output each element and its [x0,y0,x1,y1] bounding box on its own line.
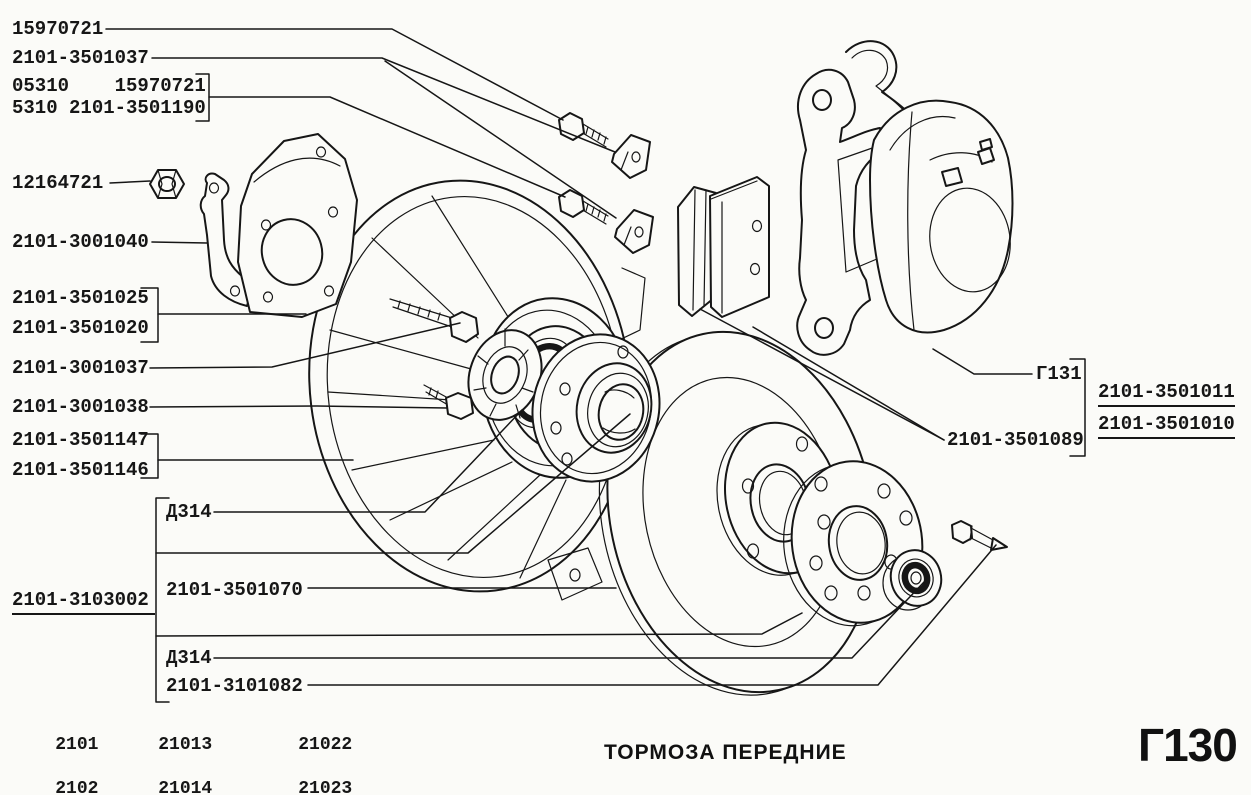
part-label-2101-3501146: 2101-3501146 [12,459,149,481]
model-item: 2101 [55,735,99,755]
outer-bearing-drawing [882,549,943,611]
part-label-2101-3001037: 2101-3001037 [12,357,149,379]
part-label-d314-1: Д314 [166,501,212,523]
part-label-12164721: 12164721 [12,172,104,194]
part-label-2101-3101082: 2101-3101082 [166,675,303,697]
wheel-flange-drawing [783,460,924,627]
caliper-mount-plate-drawing [237,133,358,318]
wheel-hub-drawing [531,333,661,483]
part-label-2101-3001038: 2101-3001038 [12,396,149,418]
model-item: 21023 [298,779,353,795]
leader-lines [105,28,1086,703]
bracket-caliper-group [1069,358,1086,457]
part-label-2101-3501147: 2101-3501147 [12,429,149,451]
part-label-2101-3501070: 2101-3501070 [166,579,303,601]
stud-bolt-drawing [951,520,1008,551]
model-list-column-2: 21013 21014 21021-01 21021-02 [115,712,245,795]
hub-bolt-upper-drawing [389,298,479,343]
bracket-alt-parts [195,73,210,122]
model-item: 21014 [158,779,213,795]
part-label-alt-05310: 05310 15970721 [12,75,206,97]
bracket-3103002-group [155,497,170,703]
bracket-3501025-group [140,287,159,343]
part-label-2101-3501037: 2101-3501037 [12,47,149,69]
page-title: ТОРМОЗА ПЕРЕДНИЕ [604,741,847,764]
lock-plate-2-drawing [614,209,654,254]
model-item: 21013 [158,735,213,755]
part-label-d314-2: Д314 [166,647,212,669]
part-label-2101-3501089: 2101-3501089 [947,429,1084,451]
hub-bolt-lower-drawing [423,384,474,420]
part-label-2101-3001040: 2101-3001040 [12,231,149,253]
page-code: Г130 [1138,719,1238,771]
part-label-15970721: 15970721 [12,18,104,40]
model-list-column-3: 21022 21023 21024 21026 [255,712,352,795]
part-label-2101-3501011: 2101-3501011 [1098,383,1235,407]
model-item: 21022 [298,735,353,755]
part-label-alt-5310: 5310 2101-3501190 [12,97,206,119]
bracket-strip-drawing [199,172,254,307]
part-label-2101-3501010: 2101-3501010 [1098,415,1235,439]
part-label-g131: Г131 [1036,363,1082,385]
nut-drawing [149,169,185,199]
part-label-2101-3501020: 2101-3501020 [12,317,149,339]
model-item: 2102 [55,779,99,795]
caliper-bolt-1-drawing [558,112,609,148]
brake-pads-drawing [677,176,770,318]
brake-disc-drawing [598,330,876,696]
brake-caliper-drawing [796,40,1014,356]
part-label-2101-3501025: 2101-3501025 [12,287,149,309]
bracket-3501147-group [140,433,159,479]
lock-plate-1-drawing [611,134,651,179]
part-label-2101-3103002: 2101-3103002 [12,591,155,615]
